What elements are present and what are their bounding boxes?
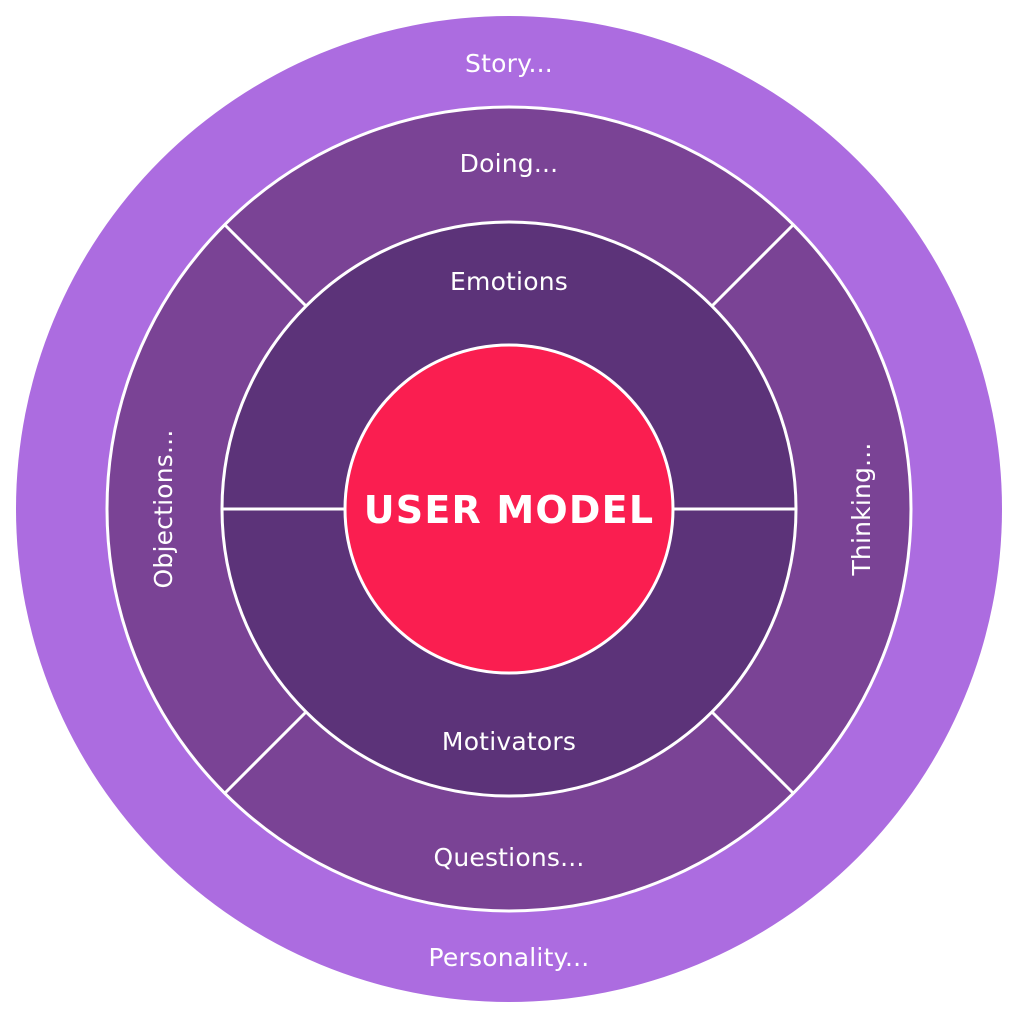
label-motivators: Motivators (442, 727, 576, 756)
label-emotions: Emotions (450, 267, 568, 296)
middle-divider-225 (223, 710, 308, 795)
middle-divider-135 (223, 223, 308, 308)
core-circle[interactable] (343, 343, 675, 675)
label-user-model: USER MODEL (364, 488, 655, 532)
middle-ring-dividers (223, 223, 795, 795)
label-personality: Personality... (429, 943, 590, 972)
label-doing: Doing... (460, 149, 559, 178)
label-thinking: Thinking... (847, 442, 876, 576)
label-story: Story... (465, 49, 553, 78)
middle-divider-45 (710, 223, 795, 308)
middle-divider-315 (710, 710, 795, 795)
label-questions: Questions... (433, 843, 584, 872)
label-objections: Objections... (149, 430, 178, 589)
